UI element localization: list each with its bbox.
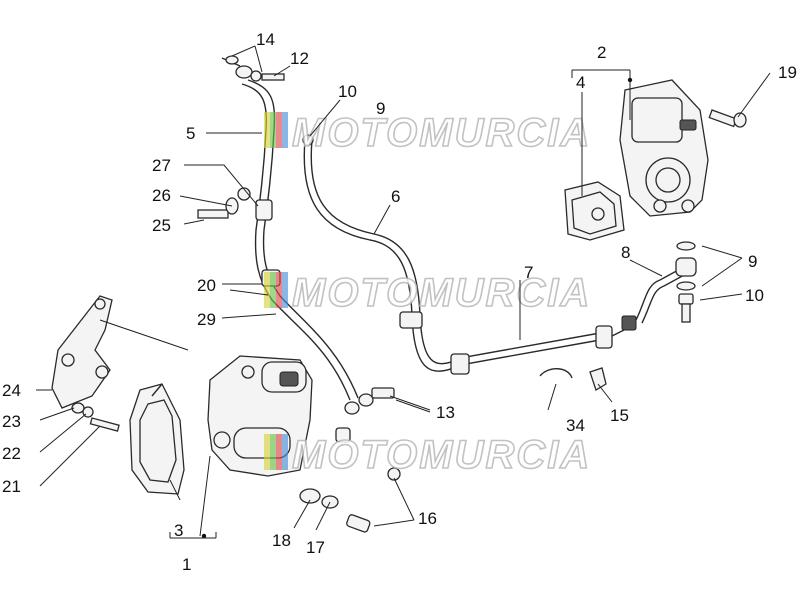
bolt-12-banjo-14 [221,55,285,82]
washers-9-bolt-10-right [676,241,696,323]
bolt-25-washer-26 [197,187,251,219]
bleed-screws-16-washers-17-18 [299,427,401,533]
watermark-text-middle: MOTOMURCIA [292,271,591,315]
hose-clamp-lower [450,353,470,375]
hose-clamp-upper [399,311,423,329]
clips-34-15 [539,367,607,391]
callout-12: 12 [290,49,309,68]
callout-6: 6 [391,187,400,206]
callout-19: 19 [778,63,797,82]
bracket-24 [51,295,113,409]
callout-7: 7 [524,263,533,282]
callout-10-top: 10 [338,82,357,101]
watermark-bottom: MOTOMURCIA [264,432,591,478]
callout-17: 17 [306,538,325,557]
callout-24: 24 [2,381,21,400]
callout-4: 4 [576,73,585,92]
callout-29: 29 [197,310,216,329]
callout-9-top: 9 [376,99,385,118]
banjo-bolt-13 [344,387,395,415]
callout-15: 15 [610,406,629,425]
callout-25: 25 [152,216,171,235]
callout-9-right: 9 [748,252,757,271]
callout-27: 27 [152,156,171,175]
watermark-middle: MOTOMURCIA [264,270,591,316]
callout-23: 23 [2,412,21,431]
callout-8: 8 [621,243,630,262]
callout-3: 3 [174,521,183,540]
callout-1: 1 [182,555,191,574]
master-cylinder [619,79,709,217]
callout-13: 13 [436,403,455,422]
callout-26: 26 [152,186,171,205]
brake-hose-6 [302,134,601,372]
hose-end-fitting [675,257,697,277]
hose-ferrule [595,325,613,349]
washers-22-23-bolt-21 [71,402,120,432]
callout-labels: 1 2 3 4 5 6 7 8 9 9 10 10 12 13 14 15 16… [2,30,797,574]
callout-14: 14 [256,30,275,49]
callout-22: 22 [2,444,21,463]
brake-hose-7-junction [399,311,637,375]
brake-hose-8 [635,257,697,324]
watermark-text-bottom: MOTOMURCIA [292,433,591,477]
leader-lines [36,45,771,539]
watermark-top: MOTOMURCIA [264,110,591,156]
bolt-19 [708,109,747,128]
hose-nut [621,315,637,331]
callout-20: 20 [197,276,216,295]
callout-2: 2 [597,43,606,62]
watermark-text-top: MOTOMURCIA [292,111,591,155]
hose-grommet-27 [255,199,273,221]
callout-34: 34 [566,416,585,435]
callout-21: 21 [2,477,21,496]
callout-10-right: 10 [745,286,764,305]
brake-pads-4 [564,181,625,241]
brake-pads-3 [129,383,185,495]
callout-18: 18 [272,531,291,550]
callout-5: 5 [186,124,195,143]
callout-16: 16 [418,509,437,528]
hose-banjo-top [302,134,314,146]
